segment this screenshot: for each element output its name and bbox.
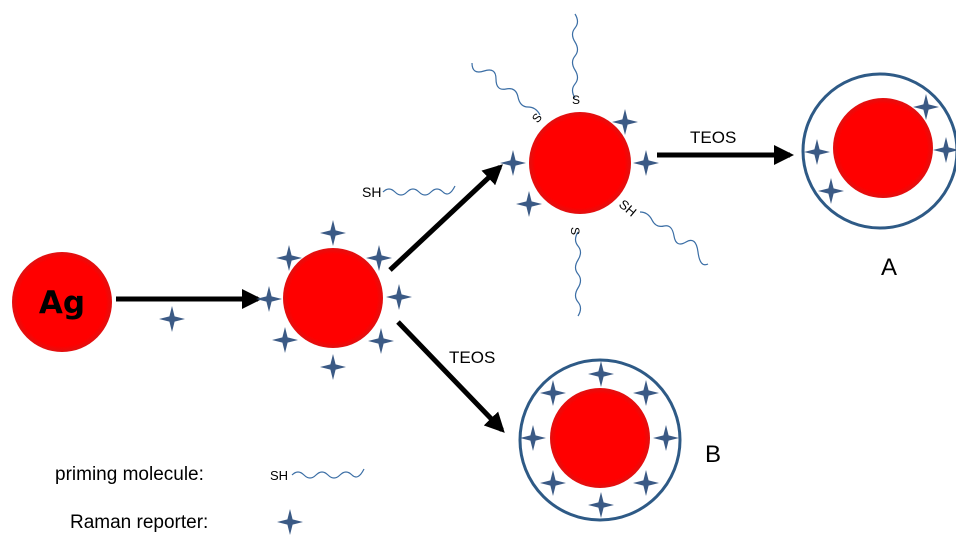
thiol-label: SH	[362, 184, 381, 200]
sulfur-label: S	[529, 110, 545, 125]
raman-reporter-icon	[277, 509, 303, 535]
wavy-chain-icon	[291, 468, 365, 479]
product-a-particle	[801, 72, 956, 230]
sulfur-label: S	[568, 227, 582, 235]
teos-label-top: TEOS	[690, 128, 736, 147]
raman-reporter-icon	[320, 220, 346, 246]
legend-reporter-label: Raman reporter:	[70, 512, 208, 533]
raman-reporter-icon	[320, 354, 346, 380]
thiol-label: SH	[616, 196, 639, 219]
raman-reporter-icon	[633, 150, 659, 176]
product-b-label: B	[705, 441, 721, 468]
legend-priming-label: priming molecule:	[55, 464, 204, 485]
legend-priming-symbol: SH	[270, 468, 288, 483]
product-b-particle	[518, 358, 682, 522]
teos-label-bottom: TEOS	[449, 348, 495, 367]
reporter-coated-particle	[256, 220, 412, 380]
ag-label: Ag	[39, 285, 85, 321]
raman-reporter-icon	[386, 284, 412, 310]
ag-nanoparticle: Ag	[12, 252, 112, 352]
raman-reporter-icon	[272, 327, 298, 353]
primed-particle: S S SH S	[471, 13, 709, 317]
priming-molecule: SH	[362, 184, 456, 200]
arrow-add-priming	[388, 164, 503, 272]
raman-reporter-icon	[500, 150, 526, 176]
arrow-teos-bottom	[396, 320, 505, 433]
raman-reporter-icon	[159, 306, 185, 332]
raman-reporter-icon	[368, 328, 394, 354]
sulfur-label: S	[572, 93, 580, 107]
raman-reporter-icon	[516, 191, 542, 217]
raman-reporter-icon	[256, 286, 282, 312]
legend: priming molecule: SH Raman reporter:	[55, 464, 365, 535]
product-a-label: A	[881, 254, 897, 281]
